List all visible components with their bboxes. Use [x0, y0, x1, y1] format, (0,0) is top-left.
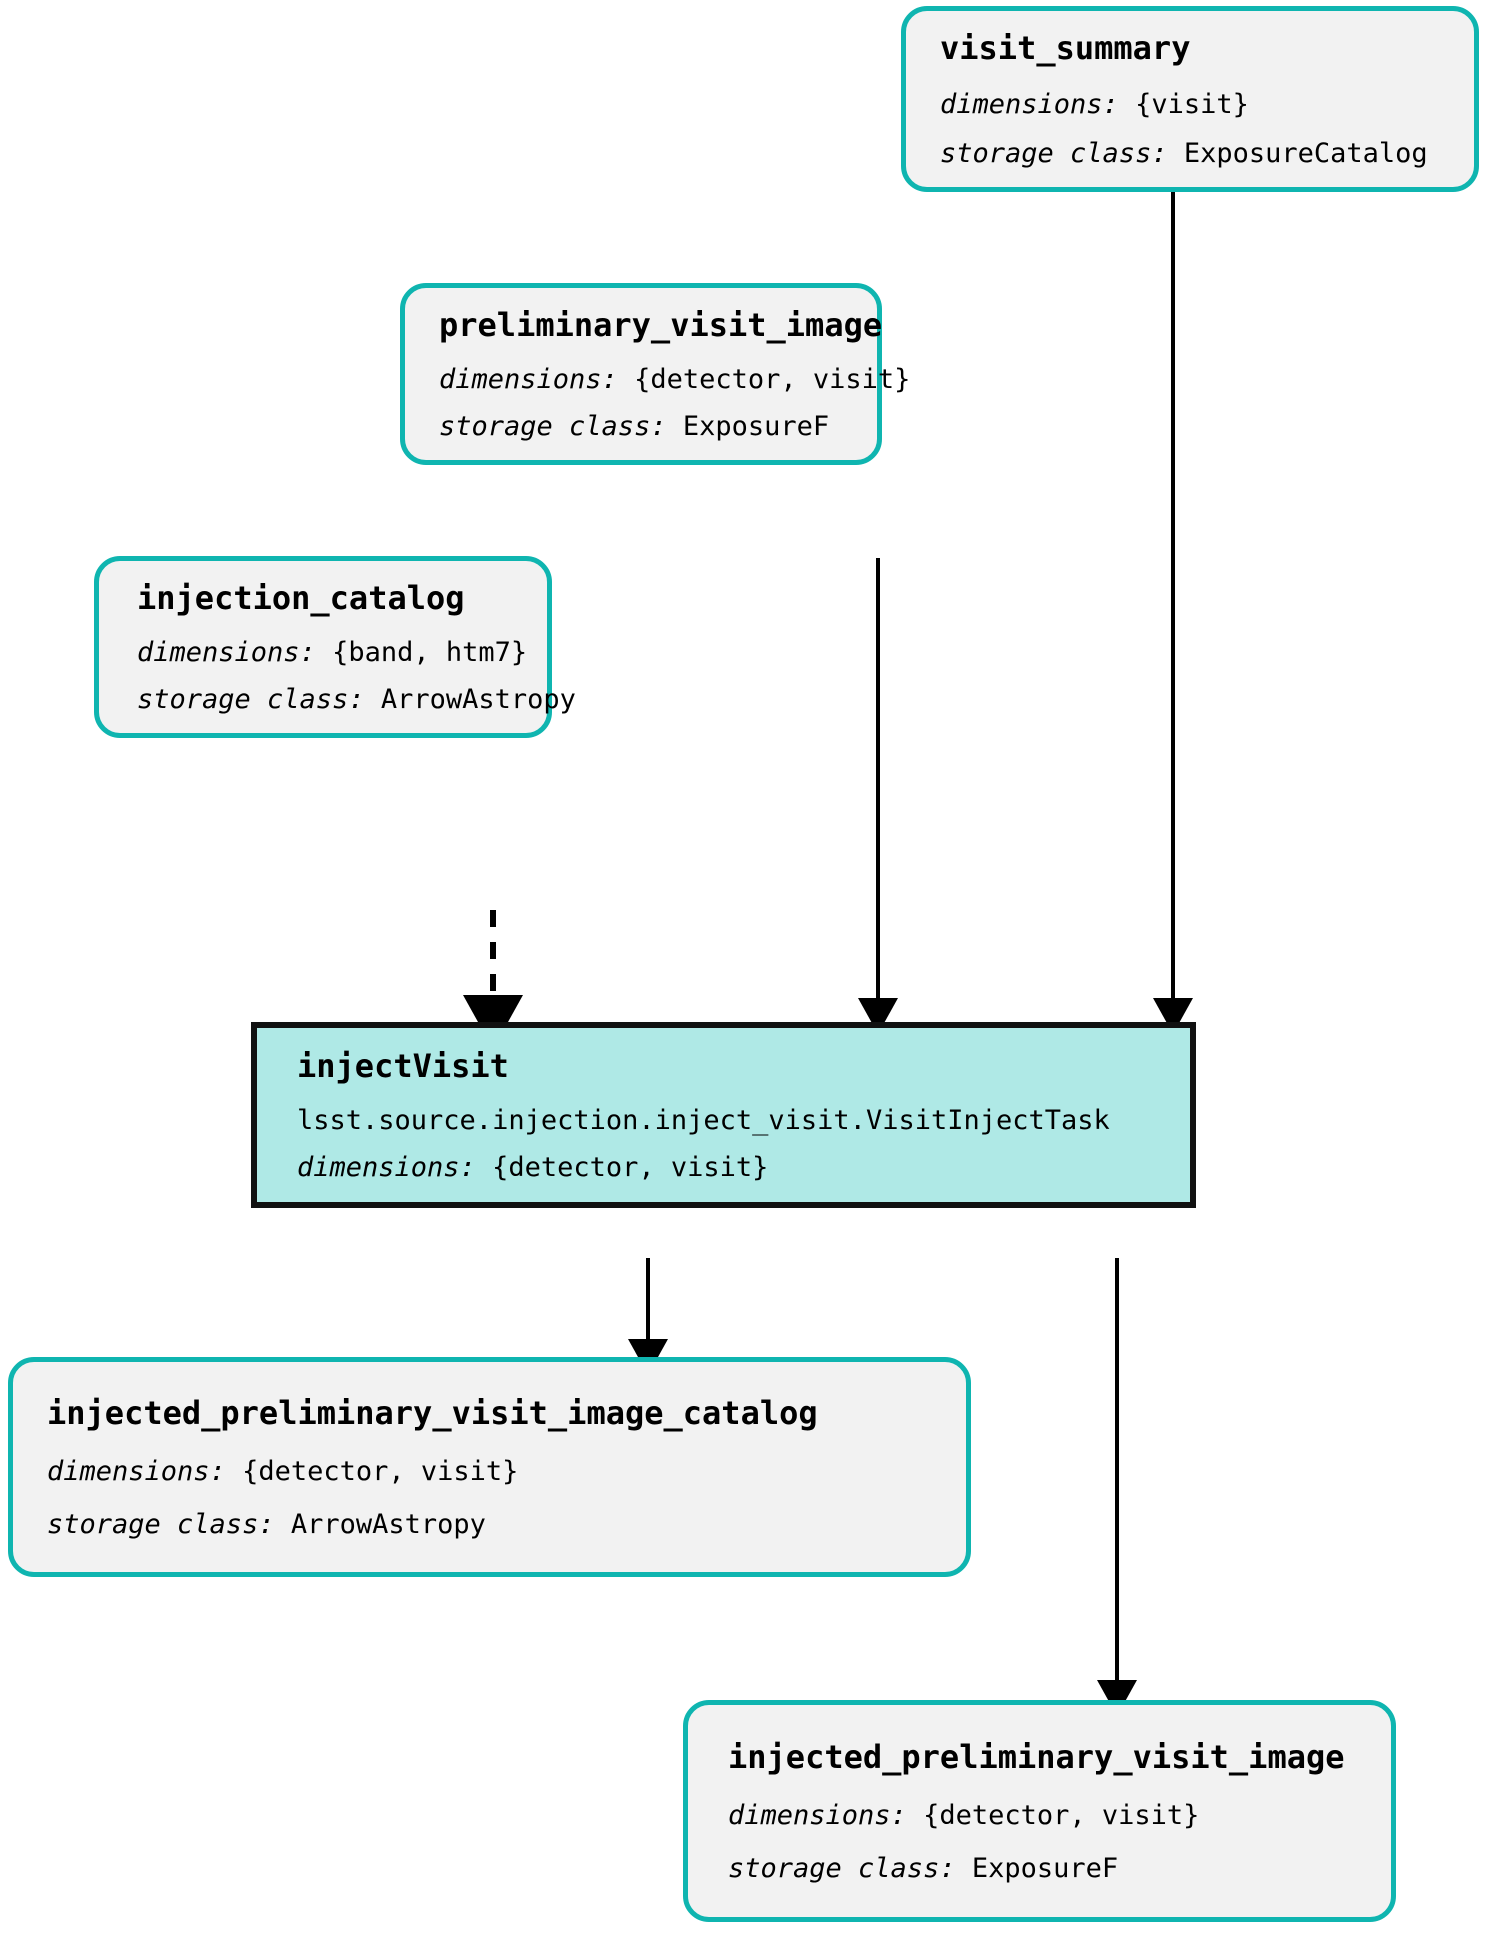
node-title: visit_summary	[940, 29, 1191, 67]
node-title: injected_preliminary_visit_image_catalog	[47, 1394, 818, 1432]
storage-class-label: storage class:	[728, 1853, 956, 1884]
node-title: preliminary_visit_image	[439, 306, 883, 344]
dimensions-label: dimensions:	[439, 364, 618, 395]
node-title: injected_preliminary_visit_image	[728, 1738, 1345, 1776]
dimensions-label: dimensions:	[728, 1800, 907, 1831]
node-title: injection_catalog	[137, 579, 465, 617]
node-dimensions-row: dimensions: {detector, visit}	[439, 364, 910, 395]
dimensions-value: {detector, visit}	[492, 1152, 769, 1183]
dimensions-label: dimensions:	[297, 1152, 476, 1183]
node-storage-class-row: storage class: ExposureF	[728, 1853, 1351, 1884]
storage-class-value: ArrowAstropy	[380, 684, 576, 715]
dimensions-value: {detector, visit}	[923, 1800, 1200, 1831]
storage-class-label: storage class:	[439, 411, 667, 442]
task-class-path: lsst.source.injection.inject_visit.Visit…	[297, 1105, 1110, 1136]
node-injection-catalog[interactable]: injection_catalog dimensions: {band, htm…	[94, 556, 576, 738]
storage-class-value: ArrowAstropy	[290, 1509, 486, 1540]
node-dimensions-row: dimensions: {visit}	[940, 89, 1440, 120]
node-storage-class-row: storage class: ExposureCatalog	[940, 138, 1440, 169]
node-dimensions-row: dimensions: {detector, visit}	[728, 1800, 1351, 1831]
dimensions-value: {band, htm7}	[332, 637, 528, 668]
node-preliminary-visit-image[interactable]: preliminary_visit_image dimensions: {det…	[400, 283, 910, 465]
dimensions-value: {visit}	[1135, 89, 1249, 120]
node-dimensions-row: dimensions: {detector, visit}	[297, 1152, 1150, 1183]
storage-class-label: storage class:	[47, 1509, 275, 1540]
storage-class-value: ExposureF	[682, 411, 830, 442]
node-visit-summary[interactable]: visit_summary dimensions: {visit} storag…	[901, 6, 1479, 192]
storage-class-value: ExposureF	[971, 1853, 1119, 1884]
node-dimensions-row: dimensions: {detector, visit}	[47, 1456, 932, 1487]
storage-class-value: ExposureCatalog	[1183, 138, 1428, 169]
dimensions-value: {detector, visit}	[242, 1456, 519, 1487]
node-injectvisit-task[interactable]: injectVisit lsst.source.injection.inject…	[251, 1022, 1196, 1208]
node-dimensions-row: dimensions: {band, htm7}	[137, 637, 527, 668]
node-storage-class-row: storage class: ArrowAstropy	[137, 684, 576, 715]
storage-class-label: storage class:	[940, 138, 1168, 169]
node-title: injectVisit	[297, 1047, 509, 1085]
node-injected-preliminary-visit-image[interactable]: injected_preliminary_visit_image dimensi…	[683, 1700, 1396, 1922]
dimensions-label: dimensions:	[137, 637, 316, 668]
node-storage-class-row: storage class: ExposureF	[439, 411, 843, 442]
node-injected-preliminary-visit-image-catalog[interactable]: injected_preliminary_visit_image_catalog…	[8, 1357, 971, 1577]
dimensions-label: dimensions:	[940, 89, 1119, 120]
dimensions-label: dimensions:	[47, 1456, 226, 1487]
node-storage-class-row: storage class: ArrowAstropy	[47, 1509, 932, 1540]
dimensions-value: {detector, visit}	[634, 364, 911, 395]
storage-class-label: storage class:	[137, 684, 365, 715]
